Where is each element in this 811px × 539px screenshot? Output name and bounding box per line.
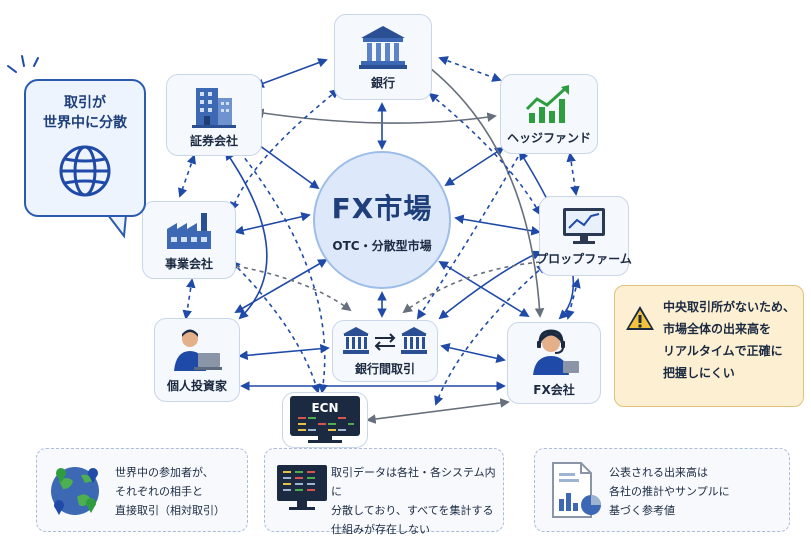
info-1-line-1: 世界中の参加者が、 bbox=[115, 466, 214, 479]
fx-market-center: FX市場 OTC・分散型市場 bbox=[313, 151, 451, 289]
office-building-icon bbox=[192, 87, 236, 128]
headset-operator-icon bbox=[533, 328, 579, 375]
factory-icon bbox=[167, 212, 211, 249]
node-hedge-fund-label: ヘッジファンド bbox=[506, 130, 591, 145]
warning-line-4: 把握しにくい bbox=[663, 366, 735, 380]
trading-screen-icon bbox=[290, 396, 360, 443]
arrow-ecn-fx bbox=[366, 398, 510, 424]
node-ecn: ECN bbox=[282, 392, 368, 448]
node-securities: 証券会社 bbox=[166, 74, 262, 156]
arrow-business-interbank bbox=[235, 265, 352, 312]
node-business: 事業会社 bbox=[142, 201, 236, 279]
info-3-line-1: 公表される出来高は bbox=[609, 466, 708, 479]
warning-triangle-icon bbox=[626, 306, 654, 330]
data-screen-icon bbox=[277, 465, 327, 510]
info-2-line-2: 分散しており、すべてを集計する bbox=[331, 504, 494, 517]
arrow-securities-hedge bbox=[254, 108, 497, 124]
node-fx-company: FX会社 bbox=[507, 322, 601, 404]
bank-exchange-icon bbox=[343, 326, 427, 354]
callout-distributed: 取引が 世界中に分散 bbox=[24, 79, 146, 217]
node-bank: 銀行 bbox=[334, 14, 432, 100]
node-interbank: 銀行間取引 bbox=[332, 320, 438, 382]
node-ecn-label: ECN bbox=[311, 401, 339, 415]
node-fx-company-label: FX会社 bbox=[533, 382, 575, 397]
arrow-securities-business bbox=[178, 154, 196, 198]
callout-line-1: 取引が bbox=[64, 95, 106, 111]
info-1-line-2: それぞれの相手と bbox=[115, 485, 203, 498]
arrow-center-hedge bbox=[444, 146, 505, 187]
arrow-interbank-fx bbox=[440, 343, 506, 363]
warning-line-3: リアルタイムで正確に bbox=[663, 344, 783, 358]
info-box-participants: 世界中の参加者が、 それぞれの相手と 直接取引（相対取引） bbox=[36, 448, 248, 532]
node-individual: 個人投資家 bbox=[154, 318, 240, 402]
arrow-center-business bbox=[234, 212, 311, 235]
callout-line-2: 世界中に分散 bbox=[43, 115, 127, 131]
arrow-bank-securities bbox=[254, 58, 328, 88]
arrow-hedge-interbank bbox=[416, 149, 523, 320]
arrow-bank-business bbox=[230, 88, 340, 212]
node-securities-label: 証券会社 bbox=[189, 133, 238, 148]
node-hedge-fund: ヘッジファンド bbox=[500, 74, 598, 154]
info-3-line-2: 各社の推計やサンプルに bbox=[609, 485, 730, 498]
world-map-pins-icon bbox=[51, 467, 99, 515]
report-chart-icon bbox=[552, 462, 601, 518]
info-1-line-3: 直接取引（相対取引） bbox=[115, 504, 225, 517]
info-3-line-3: 基づく参考値 bbox=[609, 504, 675, 517]
arrow-securities-ecn bbox=[239, 151, 328, 394]
node-prop-firm: プロップファーム bbox=[536, 196, 632, 276]
arrow-individual-interbank bbox=[238, 343, 330, 361]
node-interbank-label: 銀行間取引 bbox=[354, 361, 415, 376]
arrow-center-securities bbox=[250, 138, 320, 190]
node-bank-label: 銀行 bbox=[370, 75, 395, 90]
info-box-volume: 公表される出来高は 各社の推計やサンプルに 基づく参考値 bbox=[534, 448, 790, 532]
node-prop-firm-label: プロップファーム bbox=[536, 251, 632, 266]
center-title: FX市場 bbox=[331, 191, 433, 225]
warning-line-1: 中央取引所がないため、 bbox=[663, 300, 796, 314]
person-laptop-icon bbox=[174, 329, 222, 371]
arrow-business-ecn bbox=[230, 260, 321, 394]
warning-box: 中央取引所がないため、 市場全体の出来高を リアルタイムで正確に 把握しにくい bbox=[614, 285, 804, 407]
node-business-label: 事業会社 bbox=[164, 256, 213, 271]
info-box-data: 取引データは各社・各システム内に 分散しており、すべてを集計する 仕組みが存在し… bbox=[264, 448, 504, 536]
info-2-line-1: 取引データは各社・各システム内に bbox=[331, 466, 496, 498]
arrow-business-individual bbox=[182, 278, 196, 320]
arrow-bank-hedge bbox=[438, 56, 502, 82]
growth-chart-icon bbox=[525, 84, 569, 123]
arrow-prop-interbank bbox=[402, 261, 541, 314]
arrow-center-individual bbox=[234, 259, 328, 313]
arrow-hedge-prop bbox=[566, 152, 580, 196]
globe-icon bbox=[59, 145, 111, 197]
node-individual-label: 個人投資家 bbox=[166, 378, 227, 393]
arrow-prop-ecn bbox=[434, 263, 547, 406]
info-2-line-3: 仕組みが存在しない bbox=[331, 523, 430, 536]
monitor-chart-icon bbox=[563, 207, 605, 244]
center-subtitle: OTC・分散型市場 bbox=[332, 238, 432, 253]
warning-line-2: 市場全体の出来高を bbox=[663, 322, 772, 336]
arrow-prop-fx bbox=[565, 278, 581, 320]
bank-building-icon bbox=[359, 25, 407, 69]
